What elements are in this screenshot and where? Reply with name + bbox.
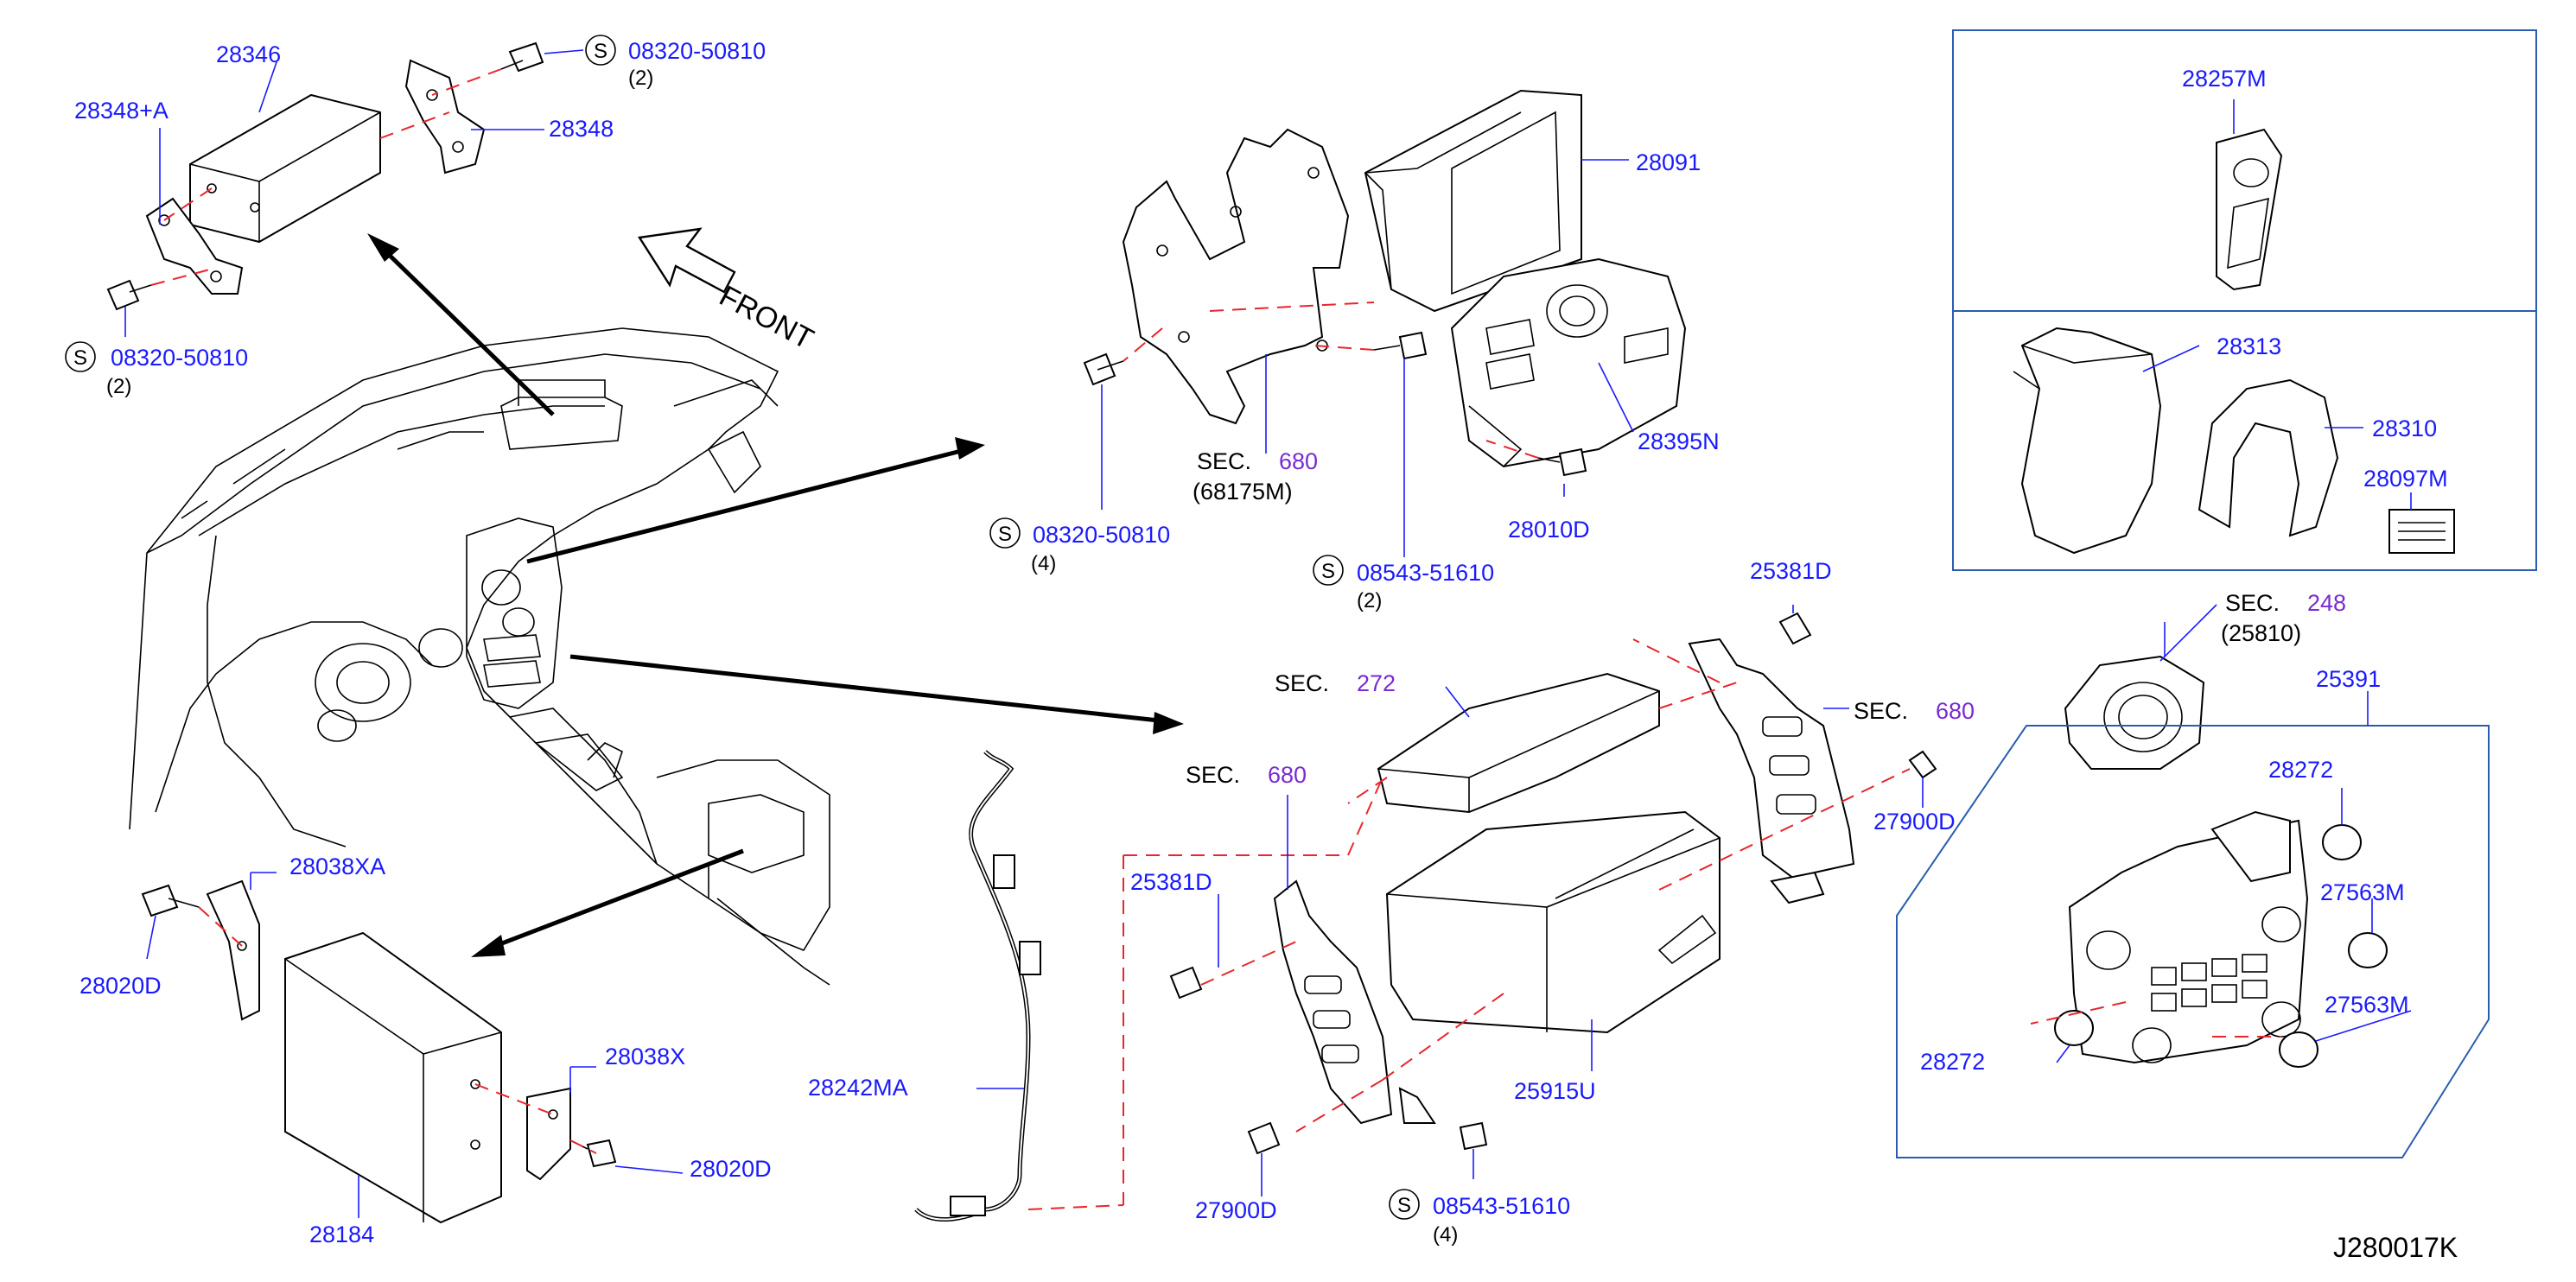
antenna-cable-group: [914, 750, 1124, 1222]
climate-control-group: [1896, 622, 2490, 1158]
screw-ref-4: S 08543-51610 (2): [1313, 555, 1494, 612]
screw-qty: (4): [1433, 1223, 1458, 1247]
label-28038xa: 28038XA: [289, 854, 385, 879]
screw-code: 08320-50810: [111, 345, 248, 371]
screw-ref-2: S 08320-50810 (2): [65, 341, 248, 398]
screw-qty: (2): [106, 375, 131, 398]
label-28348: 28348: [549, 116, 614, 142]
label-28010d: 28010D: [1508, 517, 1590, 543]
screw-qty: (2): [628, 67, 653, 90]
sec-label: SEC.: [1275, 670, 1329, 696]
labels: 28346 28348+A 28348 28091 28395N 28010D …: [74, 41, 2448, 1247]
screw-code: 08543-51610: [1357, 560, 1494, 586]
label-28038x: 28038X: [605, 1044, 685, 1069]
sec-number: 680: [1268, 762, 1307, 788]
label-27900d-right: 27900D: [1873, 809, 1956, 835]
section-ref-680-mid: SEC. 680: [1186, 762, 1307, 788]
screw-ref-1: S 08320-50810 (2): [585, 35, 766, 90]
label-28091: 28091: [1636, 149, 1701, 175]
navigation-unit-group: [1123, 605, 1937, 1205]
amplifier-group: [141, 872, 684, 1224]
label-27563m-lower: 27563M: [2325, 992, 2409, 1018]
label-27900d-bottom: 27900D: [1195, 1197, 1277, 1223]
sec-sub: (68175M): [1193, 479, 1293, 505]
label-28272-top: 28272: [2268, 757, 2333, 783]
front-direction-indicator: FRONT: [637, 227, 818, 357]
sec-sub: (25810): [2221, 620, 2301, 646]
screw-qty: (2): [1357, 589, 1382, 612]
section-ref-680-right: SEC. 680: [1854, 698, 1975, 724]
label-28272-bottom: 28272: [1920, 1049, 1985, 1075]
section-references: SEC. 680 (68175M) SEC. 248 (25810) SEC. …: [1186, 448, 2346, 788]
label-28313: 28313: [2217, 333, 2281, 359]
label-28310: 28310: [2372, 416, 2437, 441]
screw-ref-5: S 08543-51610 (4): [1389, 1189, 1570, 1247]
label-28348-a: 28348+A: [74, 98, 169, 124]
label-25915u: 25915U: [1514, 1078, 1596, 1104]
screw-qty: (4): [1031, 552, 1056, 575]
section-ref-272: SEC. 272: [1275, 670, 1396, 696]
module-28346-group: [106, 41, 584, 337]
label-27563m-upper: 27563M: [2320, 879, 2405, 905]
label-28257m: 28257M: [2182, 66, 2267, 92]
screw-symbol: S: [1321, 560, 1335, 583]
sec-label: SEC.: [1854, 698, 1908, 724]
label-28184: 28184: [309, 1222, 374, 1247]
label-28020d-left: 28020D: [80, 973, 162, 999]
label-25381d-left: 25381D: [1130, 869, 1212, 895]
screw-code: 08320-50810: [1033, 522, 1170, 548]
front-label: FRONT: [714, 280, 818, 357]
dashboard-illustration: [129, 327, 830, 986]
sec-number: 680: [1279, 448, 1318, 474]
diagram-id: J280017K: [2333, 1232, 2458, 1263]
sec-label: SEC.: [2225, 590, 2280, 616]
display-group: [1083, 89, 1687, 557]
screw-code: 08320-50810: [628, 38, 766, 64]
screw-ref-3: S 08320-50810 (4): [989, 517, 1170, 575]
sec-number: 248: [2307, 590, 2346, 616]
screw-symbol: S: [998, 523, 1012, 546]
sec-label: SEC.: [1197, 448, 1251, 474]
section-ref-248: SEC. 248 (25810): [2159, 590, 2346, 662]
sec-number: 272: [1357, 670, 1396, 696]
sec-number: 680: [1936, 698, 1975, 724]
label-28346: 28346: [216, 41, 281, 67]
label-25391: 25391: [2316, 666, 2381, 692]
label-28395n: 28395N: [1638, 428, 1720, 454]
label-28020d-right: 28020D: [690, 1156, 772, 1182]
screw-symbol: S: [73, 346, 87, 370]
pointer-arrows: [367, 233, 1184, 957]
section-ref-680-top: SEC. 680 (68175M): [1193, 448, 1318, 505]
screw-symbol: S: [594, 40, 607, 63]
accessory-box: [1952, 29, 2537, 571]
label-28242ma: 28242MA: [808, 1075, 908, 1101]
sec-label: SEC.: [1186, 762, 1240, 788]
screw-code: 08543-51610: [1433, 1193, 1570, 1219]
screw-symbol: S: [1397, 1194, 1411, 1217]
screw-references: S 08320-50810 (2) S 08320-50810 (2) S 08…: [65, 35, 1570, 1247]
label-28097m: 28097M: [2363, 466, 2448, 492]
label-25381d-top: 25381D: [1750, 558, 1832, 584]
